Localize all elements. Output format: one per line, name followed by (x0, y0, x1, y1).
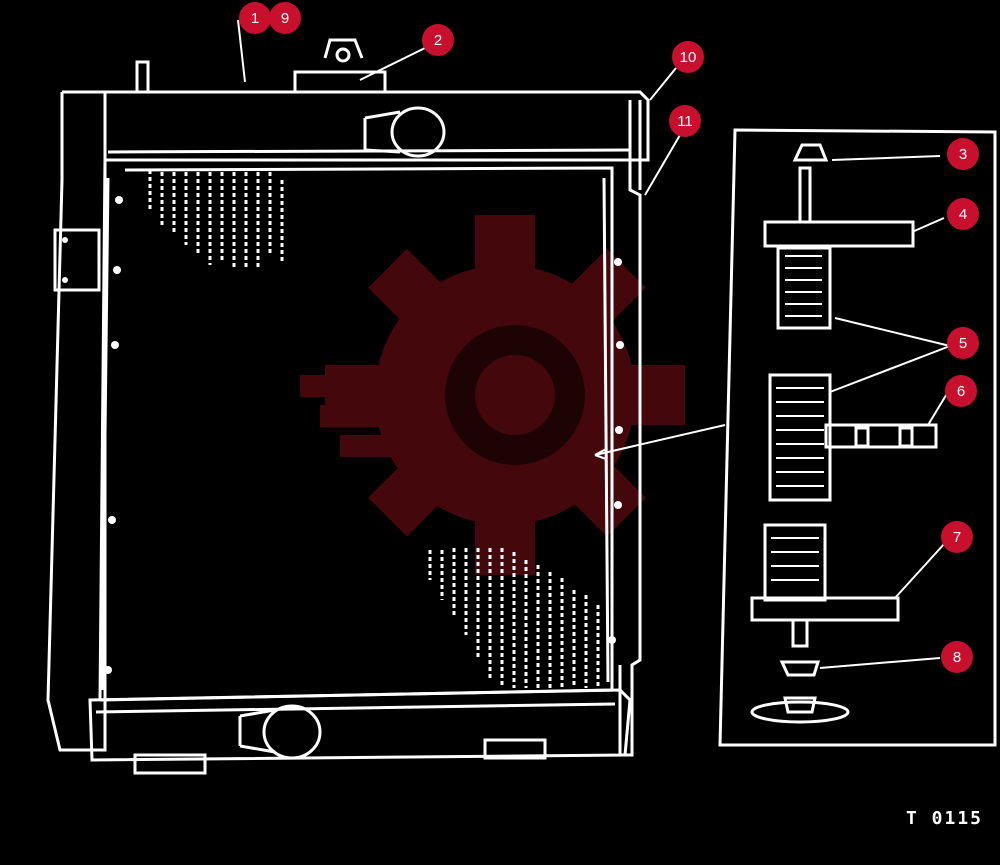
callout-8: 8 (941, 641, 973, 673)
core-fins-upper (148, 170, 284, 270)
callout-5: 5 (947, 327, 979, 359)
svg-text:8: 8 (953, 649, 961, 666)
callout-4: 4 (947, 198, 979, 230)
inset-detail-panel (718, 128, 997, 747)
leader-lines (237, 19, 951, 669)
radiator-assembly (46, 38, 726, 775)
gear-wrench-icon (300, 215, 685, 575)
callout-7: 7 (941, 521, 973, 553)
callout-2: 2 (422, 24, 454, 56)
rivets (62, 196, 624, 674)
core-fins-lower (428, 548, 600, 688)
callout-11: 11 (669, 105, 701, 137)
svg-text:2: 2 (434, 32, 442, 49)
callout-6: 6 (945, 375, 977, 407)
callout-1: 1 (239, 2, 271, 34)
svg-text:3: 3 (959, 146, 967, 163)
svg-text:9: 9 (281, 10, 289, 27)
callout-10: 10 (672, 41, 704, 73)
svg-text:6: 6 (957, 383, 965, 400)
svg-text:1: 1 (251, 10, 259, 27)
svg-text:10: 10 (680, 49, 697, 66)
svg-text:4: 4 (959, 206, 967, 223)
svg-text:7: 7 (953, 529, 961, 546)
figure-code: T 0115 (906, 808, 984, 829)
svg-text:5: 5 (959, 335, 967, 352)
callout-9: 9 (269, 2, 301, 34)
svg-text:11: 11 (677, 113, 693, 130)
callouts: 1 9 2 10 11 3 4 5 6 7 8 (239, 2, 979, 673)
callout-3: 3 (947, 138, 979, 170)
